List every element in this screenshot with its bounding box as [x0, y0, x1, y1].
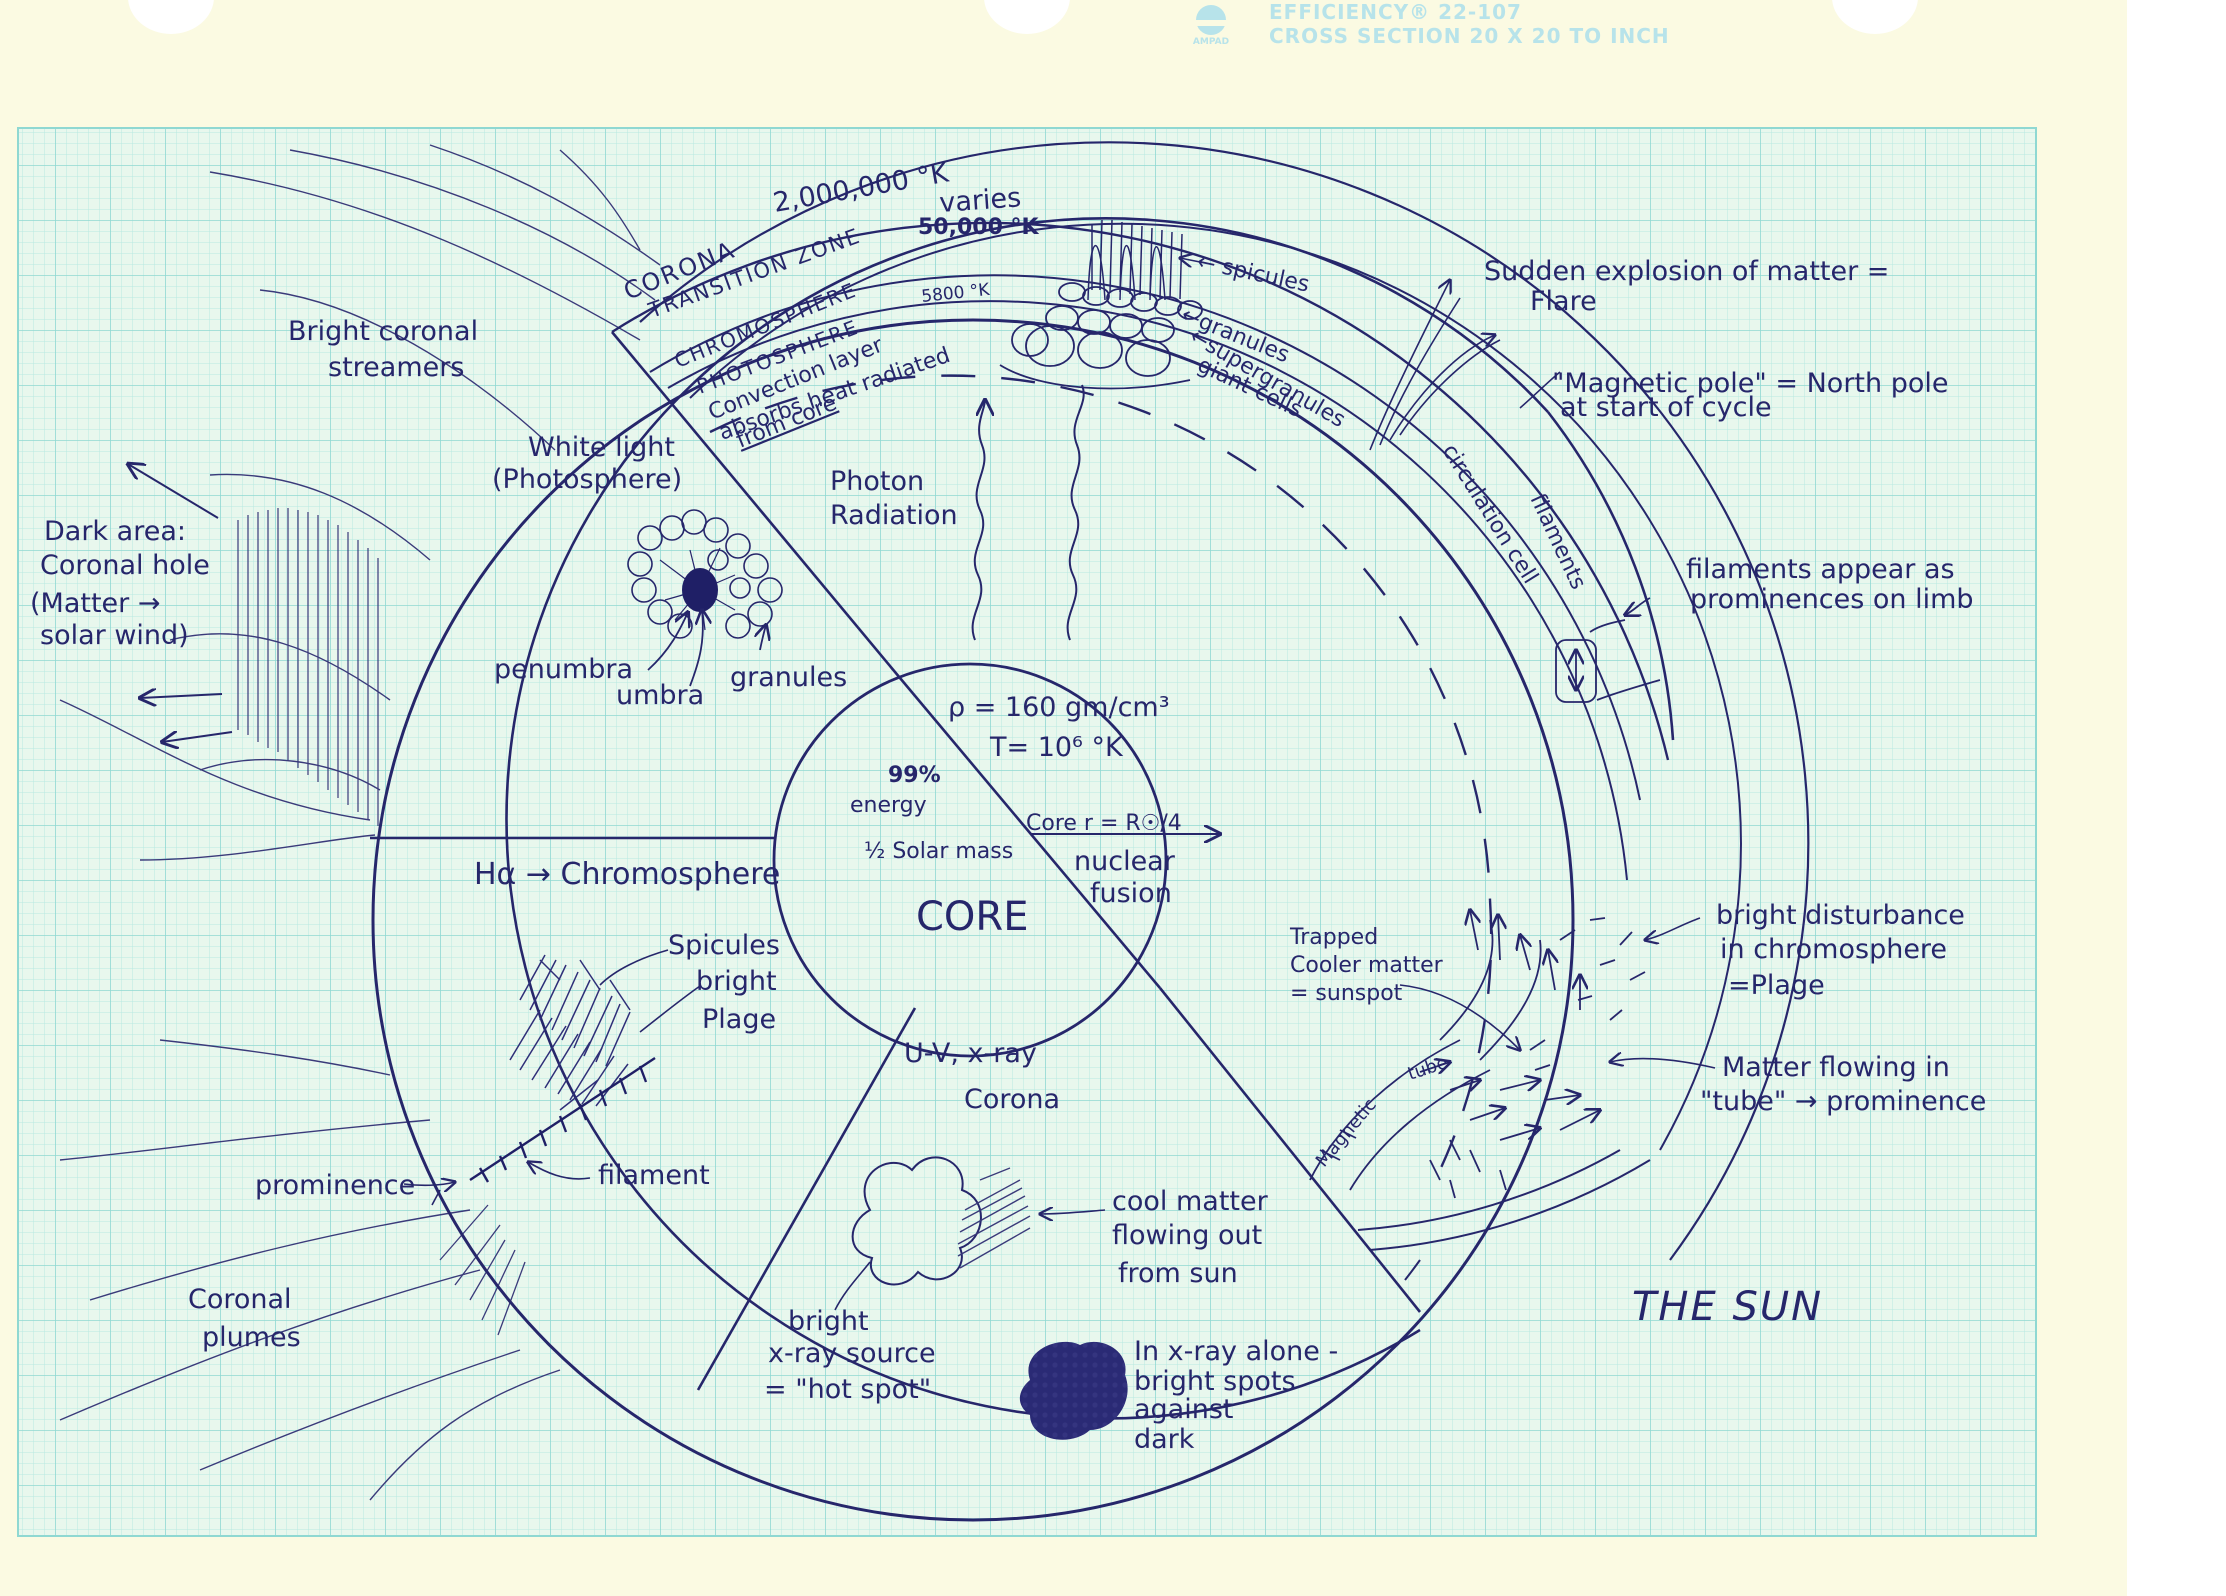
hot-spot-label-2: x-ray source [768, 1338, 936, 1369]
scan-margin [2127, 0, 2226, 1596]
cool-matter-label-3: from sun [1118, 1258, 1238, 1289]
photon-label-1: Photon [830, 466, 924, 497]
solar-wind-arrows [128, 464, 233, 742]
filament-sketch [469, 1056, 656, 1183]
photosphere-outer [639, 141, 1810, 1261]
brand-line: EFFICIENCY® 22-107 [1269, 0, 1522, 24]
flare-sketch [1369, 280, 1561, 451]
core-mass: ½ Solar mass [864, 839, 1013, 864]
sunspot-pointer-arrows [647, 610, 766, 687]
core-energy-word: energy [850, 793, 927, 818]
chromosphere-arc-lower [1357, 1149, 1621, 1231]
filaments-appear-label-2: prominences on limb [1690, 584, 1974, 615]
granules-sketch [999, 282, 1203, 390]
transition-varies: varies [938, 182, 1022, 219]
trapped-label-2: Cooler matter [1290, 953, 1444, 978]
hot-spot-label-1: bright [788, 1306, 869, 1337]
transition-zone-ring [611, 221, 1670, 761]
halpha-bright-label: bright [696, 966, 777, 997]
prominence-label: prominence [255, 1170, 415, 1201]
white-light-label-2: (Photosphere) [492, 464, 682, 495]
matter-label-1: Matter flowing in [1722, 1052, 1950, 1083]
core-radius: Core r = R☉/4 [1026, 811, 1182, 836]
plage-label-2: in chromosphere [1720, 934, 1947, 965]
hot-spot-label-3: = "hot spot" [764, 1374, 931, 1405]
flare-label-2: Flare [1530, 286, 1597, 317]
trapped-label-3: = sunspot [1290, 981, 1403, 1006]
photon-radiation-waves [971, 384, 1085, 641]
cool-matter-streaks [957, 1167, 1031, 1269]
core-energy-pct: 99% [888, 763, 941, 788]
sunspot-sketch [627, 509, 783, 639]
cool-matter-label-2: flowing out [1112, 1220, 1262, 1251]
logo-text: AMPAD [1193, 37, 1229, 46]
xray-cloud-sketch [851, 1156, 982, 1286]
corona-streamer-lines [59, 144, 661, 1501]
xray-label-4: dark [1134, 1424, 1195, 1455]
core-density: ρ = 160 gm/cm³ [948, 692, 1170, 723]
layer-pointer-arrows [1180, 258, 1201, 262]
graph-grid [17, 127, 2037, 1537]
halpha-plage-label: Plage [702, 1004, 776, 1035]
outer-boundary [371, 318, 1575, 1522]
streamers-label-1: Bright coronal [288, 316, 478, 347]
pole-label-2: at start of cycle [1560, 392, 1772, 423]
paper-header: AMPAD EFFICIENCY® 22-107 CROSS SECTION 2… [1183, 0, 1743, 52]
matter-label-2: "tube" → prominence [1700, 1086, 1986, 1117]
photon-label-2: Radiation [830, 500, 958, 531]
paper-line: CROSS SECTION 20 X 20 TO INCH [1269, 24, 1670, 48]
xray-label-2: bright spots [1134, 1366, 1296, 1397]
xray-label-3: against [1134, 1394, 1234, 1425]
pole-label-1: "Magnetic pole" = North pole [1552, 368, 1948, 399]
convection-boundary-dashed [709, 374, 1492, 901]
uv-pointers [834, 1210, 1106, 1311]
core-fusion-1: nuclear [1074, 846, 1176, 877]
magnetic-tube-sketch [1309, 910, 1600, 1191]
corona-boundary [1404, 1259, 1421, 1281]
core [772, 662, 1220, 1058]
coronal-hole-label-2: Coronal hole [40, 550, 210, 581]
cool-matter-label-1: cool matter [1112, 1186, 1269, 1217]
limb-prominence-sketch [1555, 597, 1661, 703]
coronal-hole-hatching [237, 508, 379, 826]
photosphere-ring [689, 222, 1742, 1151]
coronal-hole-label-4: solar wind) [40, 620, 189, 651]
coronal-hole-label-1: Dark area: [44, 516, 186, 547]
diagram-title: THE SUN [1632, 1284, 1823, 1330]
plage-ticks [1429, 917, 1646, 1199]
white-light-label-1: White light [528, 432, 675, 463]
trapped-label-1: Trapped [1289, 925, 1378, 950]
photosphere-arc-lower [1369, 1159, 1651, 1251]
flare-label-1: Sudden explosion of matter = [1484, 256, 1889, 287]
plumes-label-1: Coronal [188, 1284, 292, 1315]
coronal-hole-label-3: (Matter → [30, 588, 160, 619]
streamers-label-2: streamers [328, 352, 464, 383]
convection-boundary-dashed-lower [1438, 899, 1493, 1171]
granules-sector-label: granules [730, 662, 847, 693]
uv-label-1: U-V, x-ray [904, 1038, 1037, 1069]
halpha-pointers [403, 949, 701, 1206]
sector-dividers [370, 331, 1422, 1391]
ampad-logo: AMPAD [1193, 5, 1229, 46]
penumbra-label: penumbra [494, 654, 633, 685]
umbra-label: umbra [616, 680, 704, 711]
sun-outline-full [505, 217, 1675, 1420]
filament-label: filament [598, 1160, 710, 1191]
plage-label-1: bright disturbance [1716, 900, 1965, 931]
transition-temp: 50,000 °K [918, 215, 1040, 240]
uv-label-2: Corona [964, 1084, 1060, 1115]
halpha-label: Hα → Chromosphere [474, 857, 780, 892]
xray-label-1: In x-ray alone - [1134, 1336, 1338, 1367]
core-label: CORE [916, 894, 1028, 940]
halpha-spicules-label: Spicules [668, 930, 780, 961]
xray-spots-sketch [1019, 1341, 1128, 1440]
plumes-label-2: plumes [202, 1322, 301, 1353]
plage-label-3: =Plage [1728, 970, 1825, 1001]
core-temperature: T= 10⁶ °K [989, 732, 1124, 763]
activity-pointers [1399, 917, 1716, 1069]
filaments-appear-label-1: filaments appear as [1686, 554, 1955, 585]
core-fusion-2: fusion [1090, 878, 1172, 909]
